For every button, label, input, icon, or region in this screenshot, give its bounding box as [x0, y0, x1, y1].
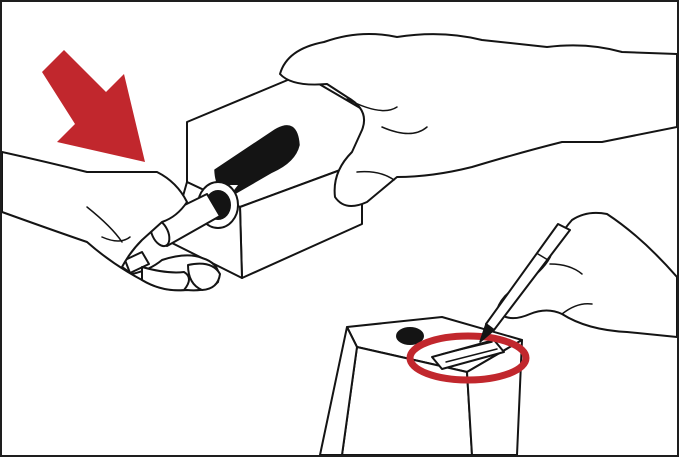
right-hand-lower — [480, 213, 677, 342]
arrow-icon — [42, 50, 145, 162]
pointer-arrow-icon — [42, 50, 145, 162]
